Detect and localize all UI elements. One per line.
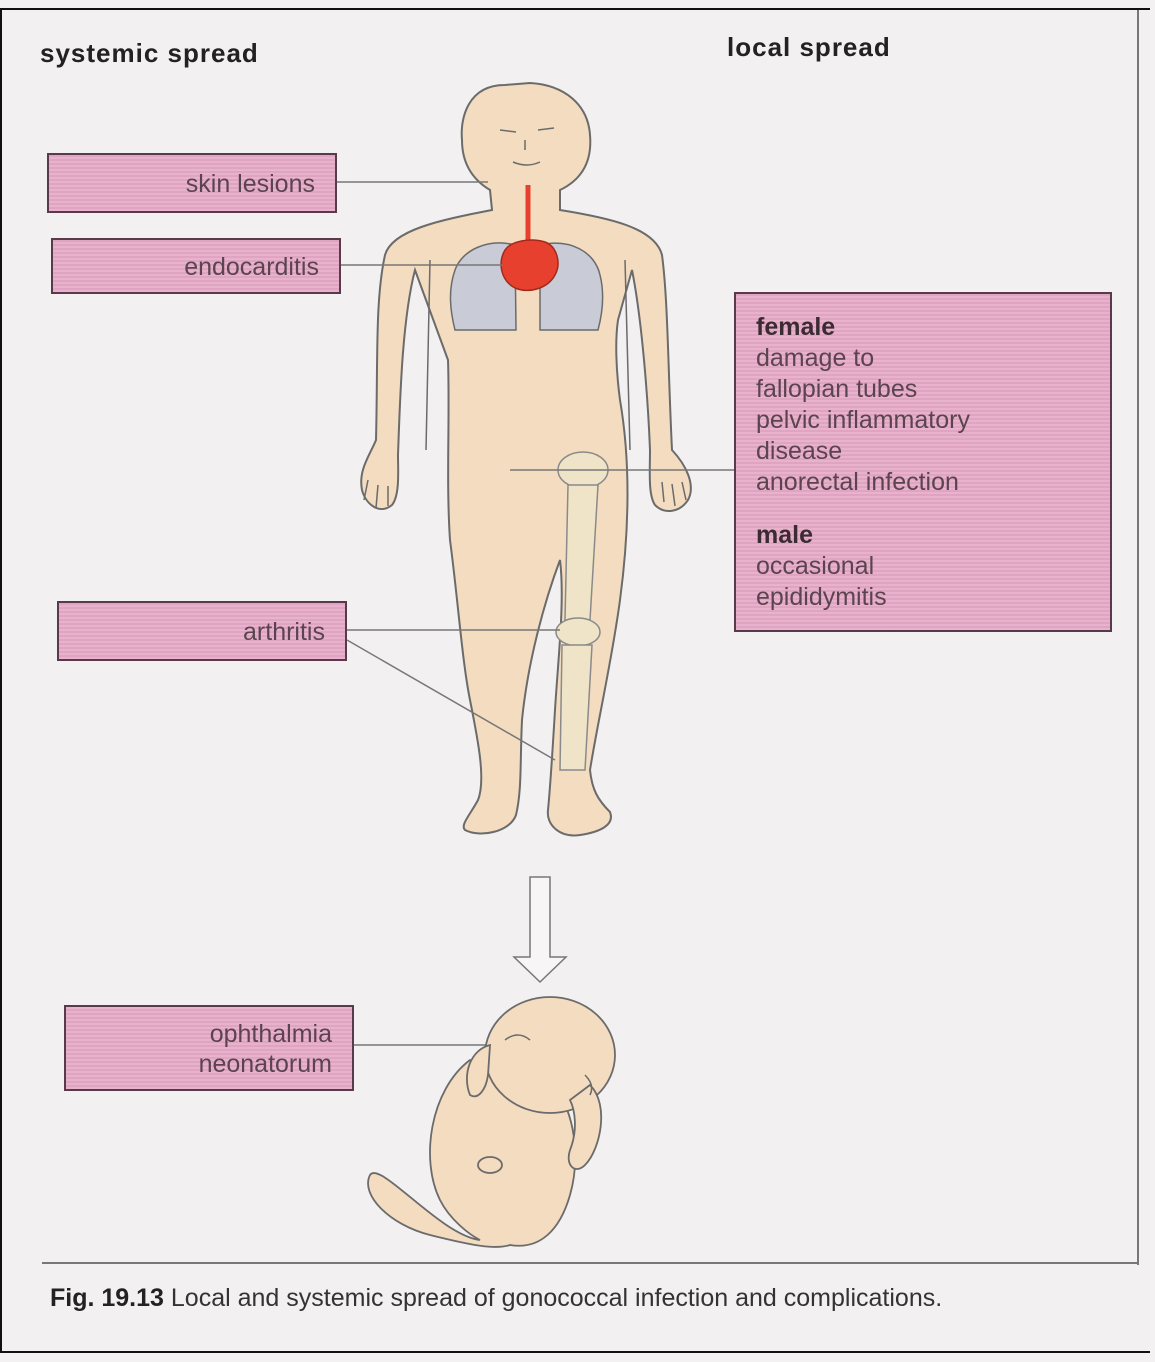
label-skin-lesions: skin lesions <box>47 153 337 213</box>
male-item: occasional <box>756 551 1110 582</box>
caption-text: Local and systemic spread of gonococcal … <box>171 1284 942 1312</box>
ophthalmia-line-1: ophthalmia <box>66 1019 332 1049</box>
systemic-spread-heading: systemic spread <box>40 38 259 69</box>
figure-caption: Fig. 19.13 Local and systemic spread of … <box>50 1278 1140 1318</box>
female-item: damage to <box>756 343 1110 374</box>
baby <box>368 997 615 1247</box>
heart <box>501 240 558 290</box>
down-arrow <box>514 877 566 982</box>
figure-number: Fig. 19.13 <box>50 1284 164 1312</box>
local-spread-box: female damage to fallopian tubes pelvic … <box>734 292 1112 632</box>
baby-arm <box>569 1085 602 1169</box>
spacer <box>756 498 1110 520</box>
label-arthritis: arthritis <box>57 601 347 661</box>
male-heading: male <box>756 520 1110 551</box>
female-item: fallopian tubes <box>756 374 1110 405</box>
female-item: anorectal infection <box>756 467 1110 498</box>
label-ophthalmia-neonatorum: ophthalmia neonatorum <box>64 1005 354 1091</box>
ophthalmia-line-2: neonatorum <box>66 1049 332 1079</box>
knee-joint <box>556 618 600 646</box>
local-spread-heading: local spread <box>727 32 891 63</box>
male-item: epididymitis <box>756 582 1110 613</box>
label-endocarditis: endocarditis <box>51 238 341 294</box>
female-item: disease <box>756 436 1110 467</box>
female-item: pelvic inflammatory <box>756 405 1110 436</box>
female-heading: female <box>756 312 1110 343</box>
